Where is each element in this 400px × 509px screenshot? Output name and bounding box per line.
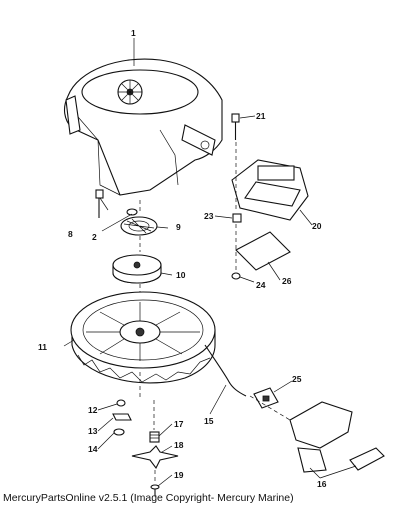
callout-18: 18 [174, 440, 184, 450]
rewind-pulley-part [70, 291, 216, 384]
callout-14: 14 [88, 444, 98, 454]
callout-17: 17 [174, 419, 184, 429]
nut-part [232, 213, 242, 223]
washer-part [126, 208, 138, 216]
callout-9: 9 [176, 222, 181, 232]
copyright-footer: MercuryPartsOnline v2.5.1 (Image Copyrig… [3, 492, 294, 504]
callout-13: 13 [88, 426, 98, 436]
callout-8: 8 [68, 229, 73, 239]
callout-11: 11 [38, 342, 47, 352]
callout-labels: 1 2 8 9 10 11 12 13 14 15 16 17 18 19 20… [38, 28, 327, 489]
callout-20: 20 [312, 221, 322, 231]
callout-2: 2 [92, 232, 97, 242]
starter-rope-part [204, 344, 247, 397]
callout-10: 10 [176, 270, 186, 280]
spring-housing-part [112, 254, 162, 284]
bolt-part [95, 189, 104, 218]
pawl-plate-part [120, 216, 158, 236]
callout-19: 19 [174, 470, 184, 480]
callout-26: 26 [282, 276, 292, 286]
pawl-part [131, 445, 179, 470]
starter-handle-part [289, 401, 385, 473]
callout-16: 16 [317, 479, 327, 489]
spring-part [149, 431, 160, 443]
handle-bracket-part [231, 159, 309, 221]
callout-25: 25 [292, 374, 302, 384]
lock-nut-part [231, 272, 241, 280]
gasket-part [235, 231, 291, 271]
callout-21: 21 [256, 111, 266, 121]
callout-23: 23 [204, 211, 214, 221]
callout-1: 1 [131, 28, 136, 38]
starter-housing-part [63, 58, 223, 196]
rope-guide-part [253, 387, 279, 409]
small-hardware-parts [112, 399, 132, 436]
callout-12: 12 [88, 405, 98, 415]
callout-24: 24 [256, 280, 266, 290]
screw-part [150, 484, 160, 496]
assembly-guide-lines [139, 142, 291, 484]
callout-15: 15 [204, 416, 214, 426]
callout-leader-lines [63, 38, 357, 487]
bolt-21-part [231, 113, 240, 140]
